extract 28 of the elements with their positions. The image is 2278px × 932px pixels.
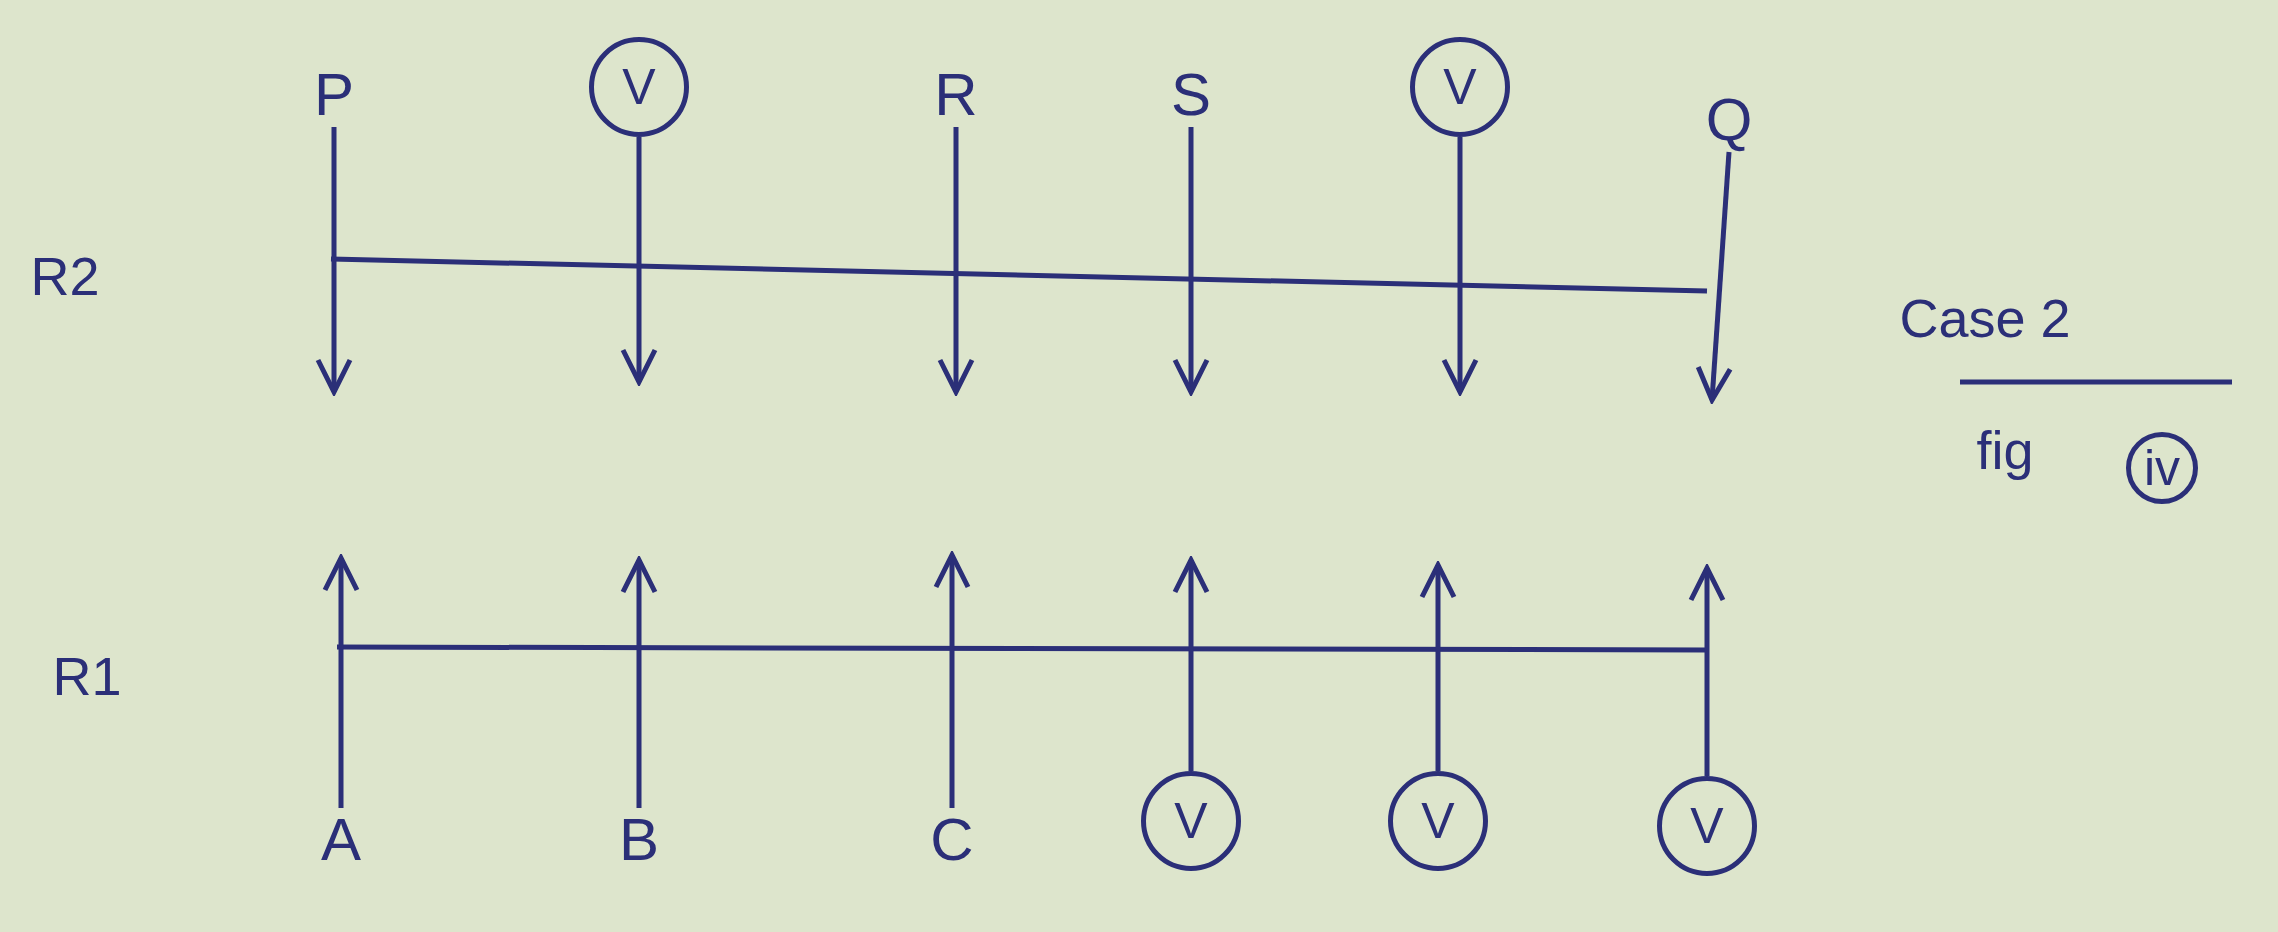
point-label: P [309, 63, 359, 127]
arrow [1441, 137, 1479, 395]
point-label: S [1166, 63, 1216, 127]
arrow [322, 555, 360, 808]
row-label: R2 [30, 249, 100, 303]
circled-label: V [1388, 771, 1488, 871]
point-label: B [614, 808, 664, 872]
arrow [937, 127, 975, 395]
point-label: R [931, 63, 981, 127]
circled-label: V [1657, 776, 1757, 876]
circled-label: iv [2126, 432, 2198, 504]
arrow [620, 557, 658, 808]
arrow [1688, 565, 1726, 776]
point-label: A [316, 808, 366, 872]
circled-label: V [1141, 771, 1241, 871]
arrow [620, 137, 658, 385]
arrow [1695, 151, 1733, 403]
point-label: C [927, 808, 977, 872]
row-label: R1 [52, 649, 122, 703]
heading: Case 2 [1899, 291, 2071, 345]
arrow [1172, 127, 1210, 395]
circled-label: V [589, 37, 689, 137]
arrow [1419, 562, 1457, 771]
circled-label: V [1410, 37, 1510, 137]
arrow [1172, 557, 1210, 771]
arrow [933, 552, 971, 808]
point-label: Q [1704, 88, 1754, 152]
arrow [315, 127, 353, 395]
